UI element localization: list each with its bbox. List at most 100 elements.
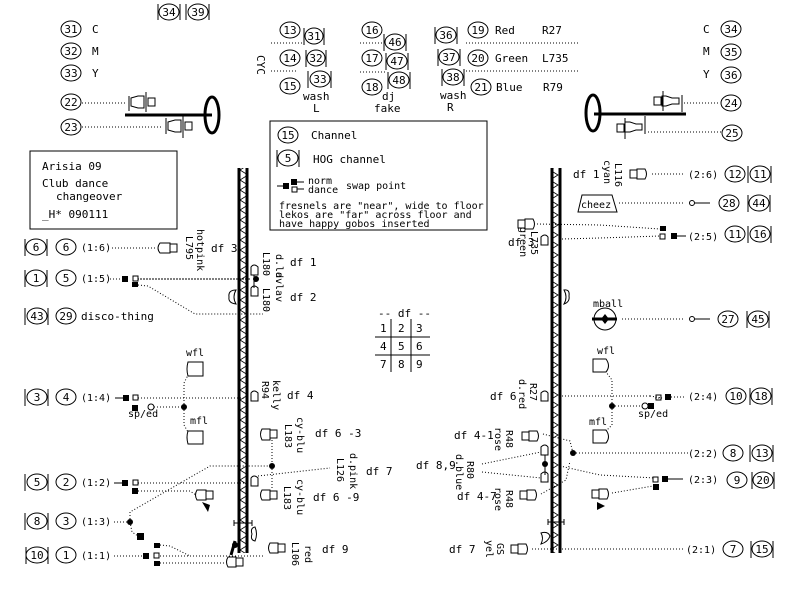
- truss-right-upper: [550, 168, 562, 343]
- gel-code-label: R80: [464, 461, 475, 479]
- hog-channel: 10: [30, 549, 43, 562]
- hog-channel: 15: [755, 543, 768, 556]
- hog-34: 34: [162, 6, 176, 19]
- hog-channel: 16: [753, 228, 766, 241]
- channel: 2: [63, 476, 70, 489]
- channel: 22: [64, 96, 77, 109]
- channel: 27: [721, 313, 734, 326]
- gel-color-label: d.pink: [347, 453, 358, 489]
- dj-fake-group: 16 17 18 46 47 48 dj fake: [360, 21, 411, 115]
- cmy-label: C: [703, 23, 710, 36]
- truss-right-lower: [550, 343, 562, 553]
- df-grid-title: -- df --: [378, 307, 431, 320]
- channel: 29: [59, 310, 72, 323]
- mfl-fixture-icon: [592, 429, 609, 444]
- scoop-icon: [250, 526, 257, 542]
- hog-channel: 46: [388, 36, 401, 49]
- group-label: R: [447, 101, 454, 114]
- hog-channel: 38: [446, 71, 459, 84]
- right-circuits: df 1 cyan L116 (2:6) 12 11 cheez 28 44 d…: [416, 160, 775, 558]
- color-name: Red: [495, 24, 515, 37]
- gel-color-label: kelly: [270, 380, 281, 410]
- color-name: Blue: [496, 81, 523, 94]
- truss-left-upper: [237, 168, 249, 343]
- legend-hog-label: HOG channel: [313, 153, 386, 166]
- leko-icon: [540, 234, 549, 246]
- channel: 6: [63, 241, 70, 254]
- hog-channel: 47: [390, 55, 403, 68]
- gel-code: R27: [542, 24, 562, 37]
- circuit-label: (2:1): [686, 545, 716, 556]
- hog-channel: 44: [752, 197, 766, 210]
- legend-box: 15 Channel 5 HOG channel norm dance swap…: [269, 120, 488, 231]
- title-line: changeover: [56, 190, 123, 203]
- circuit-label: (1:5): [81, 274, 111, 285]
- channel: 36: [724, 69, 737, 82]
- scoop-icon: [540, 531, 551, 545]
- group-label: L: [313, 102, 320, 115]
- hog-channel: 33: [313, 73, 326, 86]
- gel-code-label: L116: [612, 163, 623, 187]
- leko-icon: [250, 285, 259, 297]
- wash-r-group: 36 37 38 wash R 19 Red R27 20 Green L735…: [434, 21, 580, 114]
- gel-code-label: R48: [503, 430, 514, 448]
- gel-color-label: yel: [483, 540, 494, 558]
- group-label: wash: [440, 89, 467, 102]
- df-label: df 1: [290, 256, 317, 269]
- circuit-label: (2:3): [688, 475, 718, 486]
- df-label: df 6 -9: [313, 491, 359, 504]
- gel-code-label: GS: [494, 543, 505, 555]
- gel-color-label: cy-blu: [294, 417, 305, 453]
- gel-color-label: d.blue: [453, 454, 464, 490]
- channel: 16: [365, 24, 378, 37]
- gel-color-label: d.red: [516, 379, 527, 409]
- circuit-label: (1:3): [81, 517, 111, 528]
- df-label: df 8,9: [416, 459, 456, 472]
- circuit-label: (2:2): [688, 449, 718, 460]
- cmy-label: C: [92, 23, 99, 36]
- legend-swap-label: swap point: [346, 181, 406, 192]
- channel: 9: [734, 474, 741, 487]
- gel-color-label: cy-blu: [294, 479, 305, 515]
- hog-channel: 3: [34, 391, 41, 404]
- mfl-label: mfl: [589, 417, 607, 428]
- df-cell: 7: [380, 358, 387, 371]
- title-line: Club dance: [42, 177, 108, 190]
- fresnel-icon: [636, 168, 647, 180]
- df-label: df 4-7: [457, 490, 497, 503]
- circuit-label: (2:6): [688, 170, 718, 181]
- fresnel-icon: [528, 430, 539, 442]
- cyc-label: CYC: [254, 55, 267, 75]
- truss-left-lower: [237, 343, 249, 553]
- legend-hog-sample: 5: [285, 152, 292, 165]
- channel: 32: [64, 45, 77, 58]
- leko-icon: [540, 444, 549, 456]
- df-cell: 8: [398, 358, 405, 371]
- mball-label: mball: [593, 299, 623, 310]
- channel: 12: [728, 168, 741, 181]
- channel: 21: [474, 81, 487, 94]
- scoop-icon: [228, 289, 237, 305]
- group-label: wash: [303, 90, 330, 103]
- hog-channel: 36: [439, 29, 452, 42]
- leko-icon: [250, 264, 259, 276]
- channel: 10: [729, 390, 742, 403]
- df-grid: -- df -- 1 2 3 4 5 6 7 8 9: [375, 307, 431, 372]
- cmy-label: M: [92, 45, 99, 58]
- cheez-label: cheez: [581, 200, 611, 211]
- df-label: df 7: [366, 465, 393, 478]
- cmy-label: M: [703, 45, 710, 58]
- group-label: fake: [374, 102, 401, 115]
- hog-channel: 1: [33, 272, 40, 285]
- df-label: df 3: [211, 242, 238, 255]
- gel-code-label: R48: [503, 490, 514, 508]
- channel: 24: [724, 97, 738, 110]
- channel: 25: [725, 127, 738, 140]
- wfl-fixture-icon: [592, 358, 609, 373]
- legend-channel-label: Channel: [311, 129, 357, 142]
- legend-note: fresnels are "near", wide to floor: [279, 201, 484, 212]
- fresnel-icon: [524, 218, 535, 230]
- hog-channel: 43: [30, 310, 43, 323]
- gel-color-label: d.lav: [273, 254, 284, 284]
- channel: 35: [724, 46, 737, 59]
